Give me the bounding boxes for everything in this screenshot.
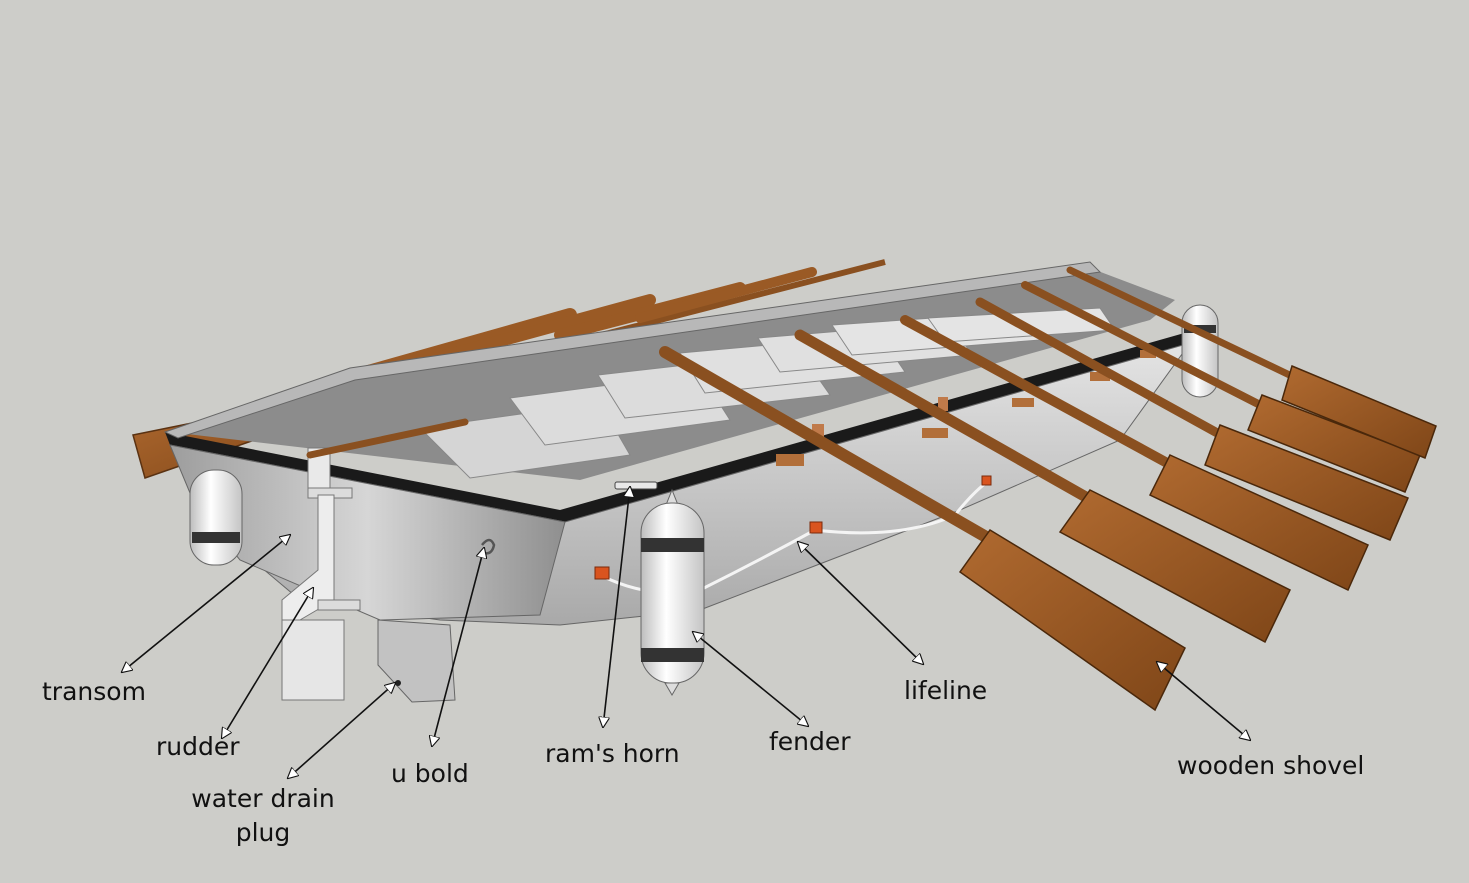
- label-u-bold: u bold: [391, 759, 469, 788]
- rams-horn-cleat: [614, 481, 658, 490]
- label-fender: fender: [769, 727, 851, 756]
- water-drain-plug-dot: [395, 680, 401, 686]
- label-water-drain-plug-line2: plug: [235, 818, 291, 847]
- keel: [377, 619, 456, 703]
- label-wooden-shovel: wooden shovel: [1177, 751, 1365, 780]
- fender-transom: [189, 469, 243, 566]
- fender-main: [640, 488, 705, 696]
- leader-arrows: [122, 487, 1250, 778]
- label-rudder: rudder: [156, 732, 240, 761]
- gunwale: [165, 330, 1195, 522]
- u-bolt-icon: [481, 538, 496, 555]
- near-side-oars: [659, 266, 1437, 712]
- label-water-drain-plug-line1: water drain: [191, 784, 335, 813]
- label-rams-horn: ram's horn: [545, 739, 680, 768]
- label-transom: transom: [42, 677, 146, 706]
- label-lifeline: lifeline: [904, 676, 988, 705]
- gunwale-far: [163, 261, 1102, 439]
